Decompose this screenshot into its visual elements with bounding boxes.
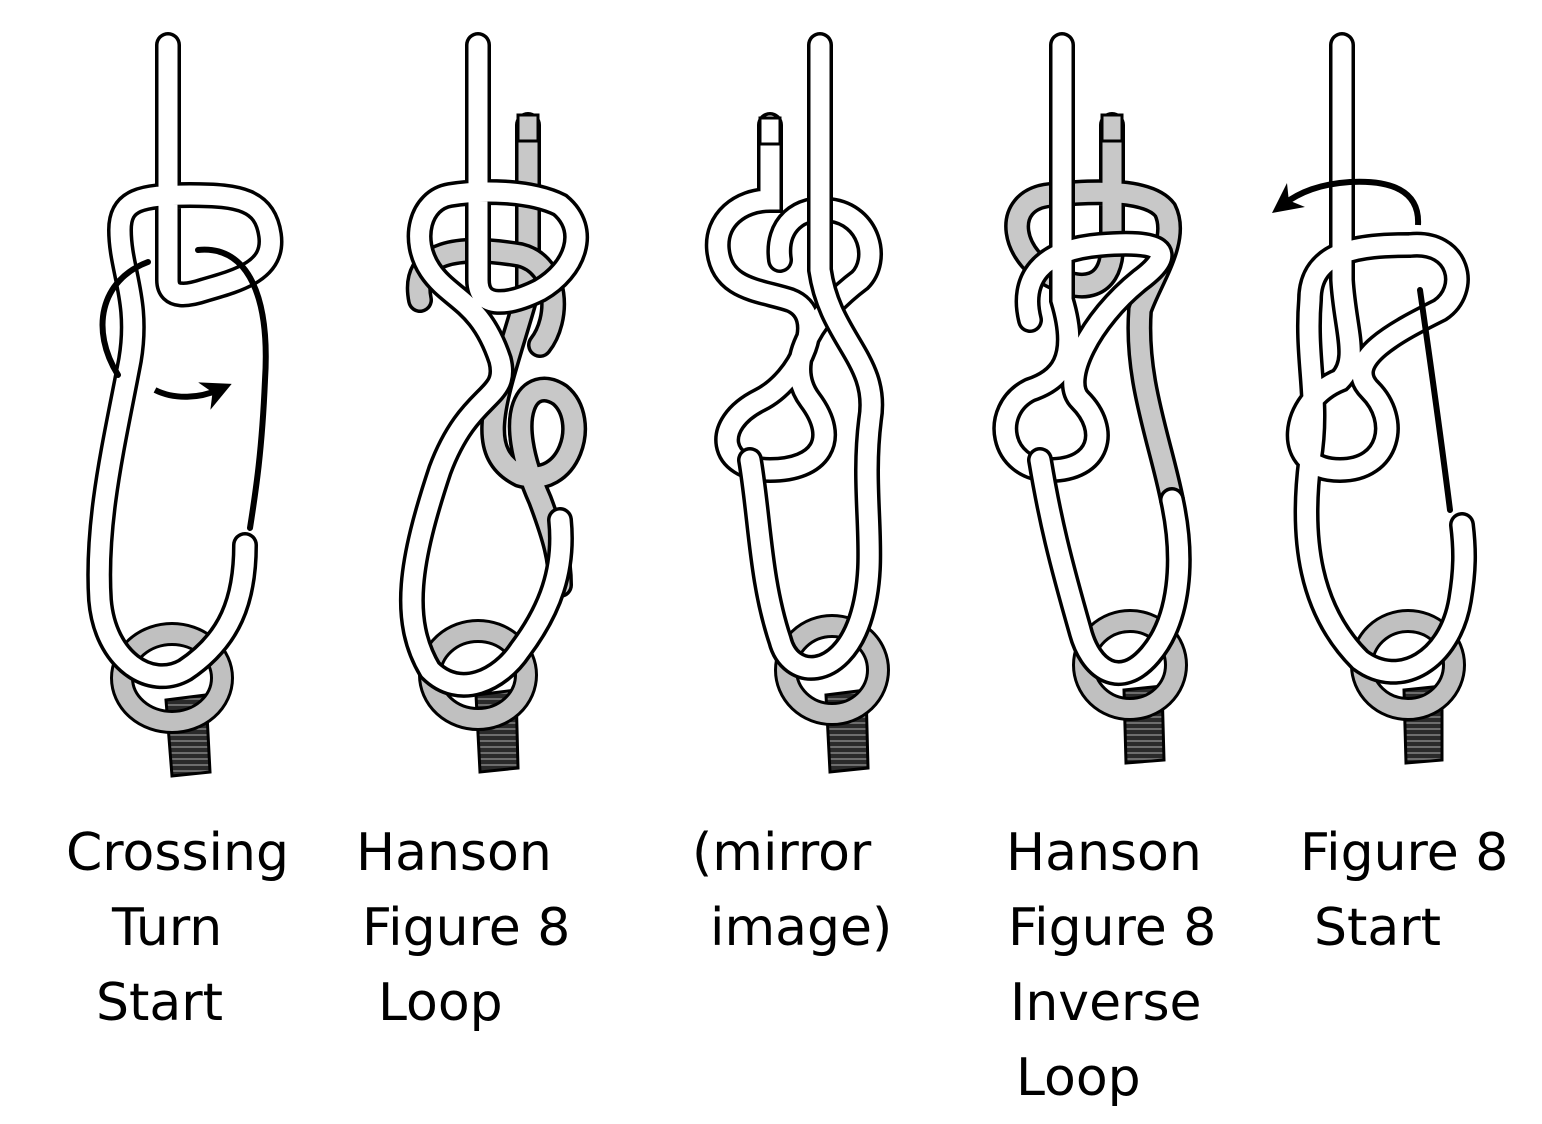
caption-line: Figure 8	[356, 891, 570, 966]
caption-line: Figure 8	[1006, 891, 1216, 966]
rope	[1299, 45, 1464, 672]
caption-line: (mirror	[692, 816, 892, 891]
caption-line: Loop	[356, 966, 570, 1041]
arrow-right	[155, 390, 218, 397]
panel-hanson-figure-8-inverse-loop	[1005, 45, 1178, 763]
caption-line: Loop	[1006, 1041, 1216, 1116]
caption-mirror-image: (mirror image)	[692, 816, 892, 966]
rope	[718, 45, 872, 668]
caption-line: Turn	[66, 891, 289, 966]
caption-line: Hanson	[1006, 816, 1216, 891]
rope	[99, 45, 270, 676]
caption-hanson-figure-8-inverse-loop: Hanson Figure 8 Inverse Loop	[1006, 816, 1216, 1116]
caption-figure-8-start: Figure 8 Start	[1300, 816, 1508, 966]
panel-figure-8-start	[1284, 45, 1464, 763]
caption-line: Start	[66, 966, 289, 1041]
caption-line: Start	[1300, 891, 1508, 966]
panel-mirror-image	[718, 45, 878, 772]
knot-diagram	[0, 0, 1542, 800]
caption-line: Hanson	[356, 816, 570, 891]
caption-line: image)	[692, 891, 892, 966]
rope	[412, 45, 576, 685]
panel-crossing-turn-start	[99, 45, 270, 776]
caption-crossing-turn-start: Crossing Turn Start	[66, 816, 289, 1041]
panel-hanson-figure-8-loop	[412, 45, 576, 772]
caption-line: Figure 8	[1300, 816, 1508, 891]
caption-line: Inverse	[1006, 966, 1216, 1041]
caption-line: Crossing	[66, 816, 289, 891]
caption-hanson-figure-8-loop: Hanson Figure 8 Loop	[356, 816, 570, 1041]
